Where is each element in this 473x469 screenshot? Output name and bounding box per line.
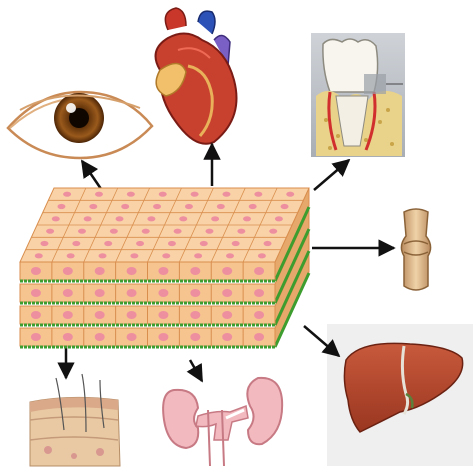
cell-nucleus: [158, 289, 168, 297]
cell-nucleus: [190, 289, 200, 297]
cell-nucleus: [222, 289, 232, 297]
cell-nucleus: [254, 267, 264, 275]
cell-nucleus-top: [46, 229, 54, 234]
cell-nucleus-top: [57, 204, 65, 209]
cell-nucleus-top: [99, 253, 107, 258]
cell-nucleus: [63, 289, 73, 297]
cell-nucleus: [31, 289, 41, 297]
cell-nucleus-top: [237, 229, 245, 234]
cell-nucleus: [95, 311, 105, 319]
cell-nucleus-top: [67, 253, 75, 258]
cell-nucleus: [190, 311, 200, 319]
arrow-to-tooth: [314, 160, 349, 190]
cell-nucleus-top: [217, 204, 225, 209]
skin-icon: [30, 374, 120, 466]
cell-nucleus-top: [52, 216, 60, 221]
cell-nucleus: [31, 267, 41, 275]
cell-nucleus: [95, 333, 105, 341]
cell-nucleus-top: [200, 241, 208, 246]
cell-nucleus-top: [89, 204, 97, 209]
cell-nucleus: [222, 267, 232, 275]
cell-nucleus-top: [174, 229, 182, 234]
cell-nucleus-top: [226, 253, 234, 258]
cell-nucleus-top: [275, 216, 283, 221]
cell-nucleus-top: [159, 192, 167, 197]
bone-joint-icon: [401, 209, 430, 290]
cell-nucleus-top: [78, 229, 86, 234]
cell-nucleus-top: [286, 192, 294, 197]
cell-nucleus: [127, 333, 137, 341]
cell-nucleus: [95, 267, 105, 275]
cell-nucleus-top: [116, 216, 124, 221]
cell-nucleus-top: [168, 241, 176, 246]
cell-nucleus: [31, 333, 41, 341]
cell-nucleus: [127, 267, 137, 275]
cell-nucleus: [158, 311, 168, 319]
cell-nucleus: [190, 267, 200, 275]
cell-nucleus: [222, 311, 232, 319]
cell-nucleus: [95, 289, 105, 297]
cell-nucleus: [158, 333, 168, 341]
cell-nucleus-top: [232, 241, 240, 246]
cell-nucleus-top: [153, 204, 161, 209]
cell-nucleus: [63, 311, 73, 319]
cell-nucleus-top: [136, 241, 144, 246]
cell-nucleus: [31, 311, 41, 319]
cell-nucleus-top: [142, 229, 150, 234]
arrow-to-kidney: [190, 360, 202, 381]
cell-nucleus-top: [130, 253, 138, 258]
cell-nucleus-top: [110, 229, 118, 234]
cell-nucleus-top: [211, 216, 219, 221]
cell-nucleus-top: [121, 204, 129, 209]
tooth-icon: [311, 33, 405, 157]
cell-nucleus-top: [222, 192, 230, 197]
cell-nucleus-top: [264, 241, 272, 246]
kidney-icon: [163, 378, 282, 466]
cell-nucleus: [158, 267, 168, 275]
cell-nucleus: [254, 333, 264, 341]
cell-nucleus-top: [127, 192, 135, 197]
cell-nucleus-top: [249, 204, 257, 209]
cell-nucleus-top: [63, 192, 71, 197]
cell-nucleus-top: [254, 192, 262, 197]
stacked-cell-layers: [20, 188, 309, 347]
cell-nucleus-top: [72, 241, 80, 246]
cell-nucleus-top: [40, 241, 48, 246]
cell-nucleus: [190, 333, 200, 341]
cell-nucleus-top: [194, 253, 202, 258]
cell-nucleus-top: [147, 216, 155, 221]
cell-nucleus: [222, 333, 232, 341]
cell-nucleus-top: [258, 253, 266, 258]
cell-nucleus: [63, 267, 73, 275]
cell-nucleus: [127, 289, 137, 297]
cell-nucleus-top: [243, 216, 251, 221]
cell-nucleus: [63, 333, 73, 341]
cell-nucleus-top: [205, 229, 213, 234]
cell-nucleus-top: [179, 216, 187, 221]
cell-nucleus-top: [281, 204, 289, 209]
cell-nucleus-top: [35, 253, 43, 258]
cell-nucleus: [254, 289, 264, 297]
cell-nucleus-top: [84, 216, 92, 221]
cell-nucleus-top: [269, 229, 277, 234]
cell-nucleus: [127, 311, 137, 319]
cell-nucleus-top: [185, 204, 193, 209]
cell-nucleus-top: [191, 192, 199, 197]
heart-icon: [156, 8, 237, 144]
liver-icon: [327, 324, 473, 466]
cell-nucleus-top: [162, 253, 170, 258]
cell-nucleus-top: [95, 192, 103, 197]
eye-icon: [8, 92, 152, 158]
cell-nucleus: [254, 311, 264, 319]
cell-nucleus-top: [104, 241, 112, 246]
